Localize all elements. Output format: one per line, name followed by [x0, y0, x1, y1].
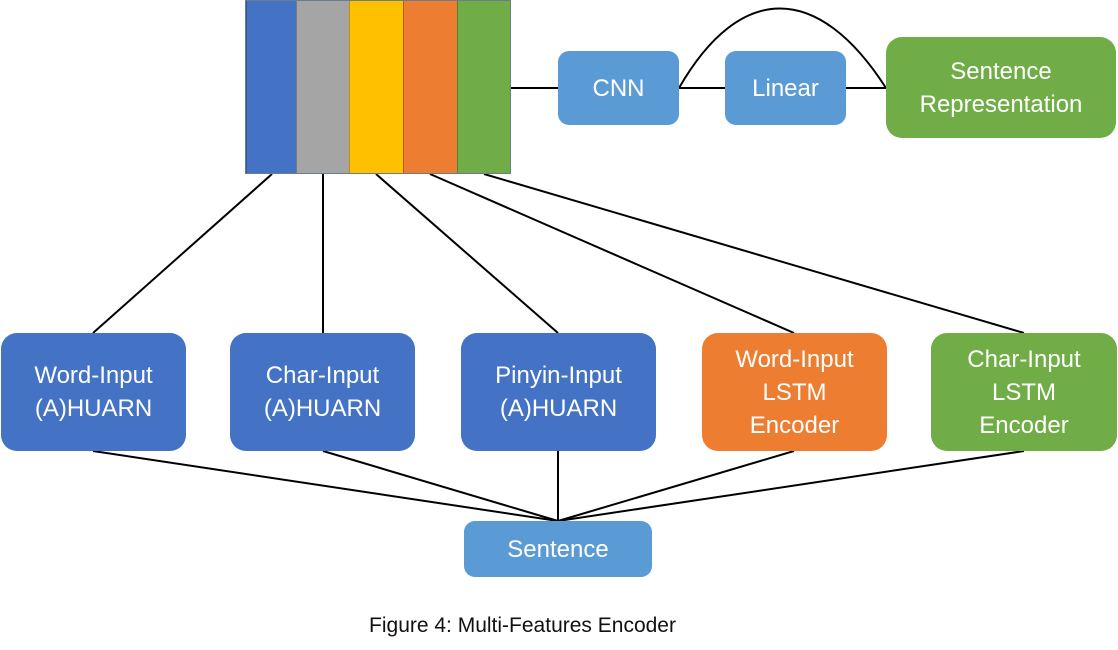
edge-stripe-to-char-lstm [483, 173, 1025, 334]
feature-stripe-pinyin-huarn [349, 1, 403, 173]
word-input-lstm-encoder-node: Word-Input LSTM Encoder [702, 333, 887, 451]
cnn-node: CNN [558, 51, 679, 125]
edge-word-lstm-to-sentence [557, 450, 795, 522]
edge-skip-arc [678, 7, 887, 89]
feature-stripe-char-lstm [457, 1, 510, 173]
edge-char-lstm-to-sentence [557, 450, 1025, 522]
feature-stripe-char-huarn [296, 1, 349, 173]
edge-stripe-to-word-huarn [92, 173, 273, 334]
feature-stripe-word-lstm [403, 1, 457, 173]
edge-word-huarn-to-sentence [92, 450, 559, 522]
word-input-huarn-node: Word-Input (A)HUARN [1, 333, 186, 451]
edge-stripe-to-pinyin-huarn [375, 173, 559, 334]
char-input-lstm-encoder-node: Char-Input LSTM Encoder [931, 333, 1117, 451]
figure-caption: Figure 4: Multi-Features Encoder [369, 614, 676, 637]
sentence-representation-node: Sentence Representation [886, 37, 1116, 138]
char-input-huarn-node: Char-Input (A)HUARN [230, 333, 415, 451]
feature-stripe-word-huarn [246, 1, 296, 173]
edge-stripe-to-word-lstm [429, 173, 795, 334]
linear-node: Linear [725, 51, 846, 125]
pinyin-input-huarn-node: Pinyin-Input (A)HUARN [461, 333, 656, 451]
sentence-input-node: Sentence [464, 521, 652, 577]
edge-char-huarn-to-sentence [322, 450, 559, 522]
